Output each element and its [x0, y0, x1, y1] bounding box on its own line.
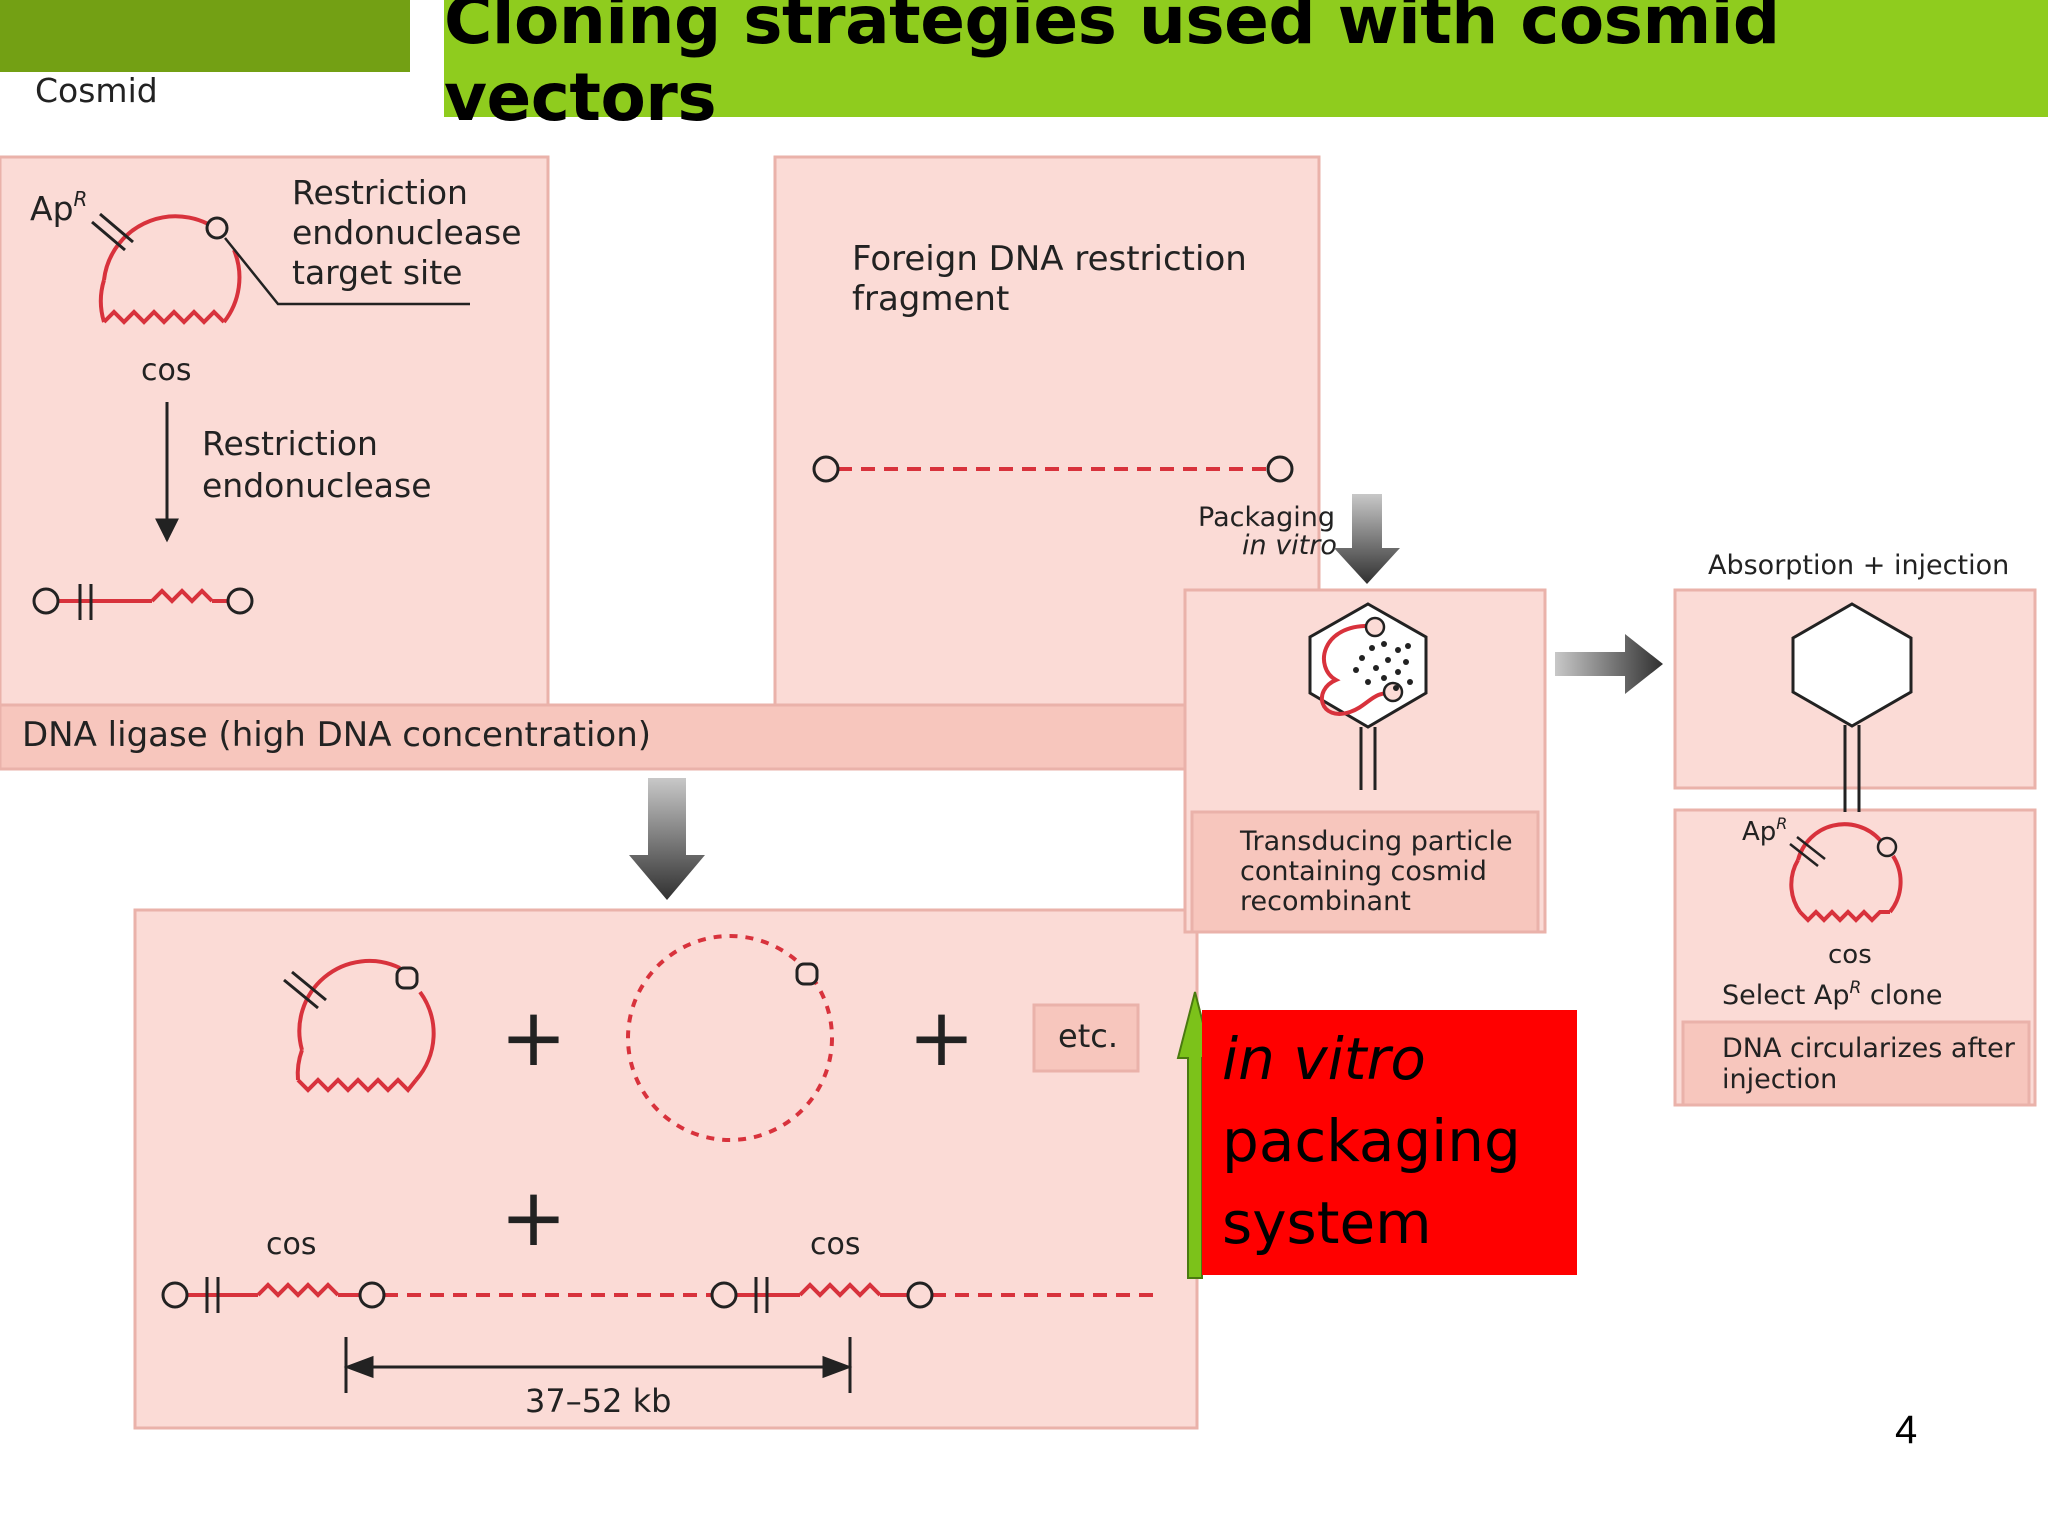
- recipient-caption-band: [1681, 1020, 2031, 1107]
- callout-line-1: in vitro: [1222, 1025, 1426, 1093]
- etc-box: [1032, 1003, 1140, 1073]
- particle-caption-line-1: Transducing particle: [1239, 826, 1513, 857]
- foreign-dna-fragment: [812, 455, 1294, 483]
- ligase-label: DNA ligase (high DNA concentration): [22, 715, 651, 755]
- target-site-line-2: endonuclease: [292, 213, 522, 252]
- particle-caption-line-2: containing cosmid: [1240, 856, 1487, 887]
- etc-label: etc.: [1058, 1017, 1118, 1055]
- injected-cos-label: cos: [1828, 940, 1872, 970]
- ligation-panel: [133, 908, 1199, 1430]
- linearized-cosmid: [32, 584, 254, 620]
- particle-caption-band: [1190, 810, 1540, 934]
- recipient-caption-line-2: injection: [1722, 1064, 1837, 1095]
- foreign-label-line-2: fragment: [852, 279, 1009, 319]
- cosmid-vector: [98, 214, 242, 325]
- injected-apr-label: ApR: [1742, 814, 1787, 847]
- phage-on-cell: [1791, 602, 1913, 812]
- panels: [0, 155, 2037, 1430]
- tag-bar: [0, 0, 410, 72]
- foreign-circle-marker: [795, 962, 819, 986]
- down-arrow-packaging: [1334, 494, 1400, 584]
- callout-line-3: system: [1222, 1189, 1432, 1257]
- section-tag: Cosmid: [35, 71, 158, 110]
- select-clone-label: Select ApR clone: [1722, 978, 1942, 1011]
- ligase-band: [0, 703, 1187, 771]
- transducing-particle: [1308, 602, 1428, 790]
- recipient-caption-line-1: DNA circularizes after: [1722, 1033, 2016, 1064]
- concatemer-cos-label-1: cos: [266, 1227, 316, 1262]
- ligated-foreign-circle: [626, 934, 834, 1142]
- ligated-apr-marker: [283, 970, 327, 1010]
- foreign-label-line-1: Foreign DNA restriction: [852, 239, 1247, 279]
- target-site-line-3: target site: [292, 253, 462, 292]
- plus-sign-3: +: [500, 1171, 567, 1264]
- target-site-leader: [224, 237, 470, 306]
- cos-site: [102, 309, 226, 325]
- concatemer-cos-label-2: cos: [810, 1227, 860, 1262]
- size-bracket: [343, 1337, 853, 1393]
- in-vitro-packaging-callout: in vitro packaging system: [1202, 1010, 1577, 1275]
- ligated-cosmid-circle: [295, 958, 436, 1093]
- apr-marker: [91, 212, 134, 252]
- cos-label: cos: [141, 353, 191, 388]
- injected-site-marker: [1876, 836, 1898, 858]
- down-arrow-ligation: [629, 778, 705, 900]
- plus-sign-1: +: [500, 991, 567, 1084]
- particle-caption-line-3: recombinant: [1240, 886, 1411, 917]
- enzyme-line-2: endonuclease: [202, 466, 432, 505]
- target-site-line-1: Restriction: [292, 173, 468, 212]
- packaging-label-line-2: in vitro: [1242, 530, 1337, 561]
- concatemer: [161, 1277, 1160, 1313]
- size-label: 37–52 kb: [525, 1382, 671, 1420]
- callout-line-2: packaging: [1222, 1107, 1521, 1175]
- absorption-title: Absorption + injection: [1708, 550, 2009, 581]
- restriction-site-marker: [205, 216, 229, 240]
- injected-apr-marker: [1789, 836, 1826, 867]
- ligated-site-marker: [395, 966, 419, 990]
- slide-title: Cloning strategies used with cosmid vect…: [444, 0, 1780, 136]
- page-number: 4: [1895, 1408, 1918, 1452]
- enzyme-line-1: Restriction: [202, 424, 378, 463]
- plus-sign-2: +: [908, 991, 975, 1084]
- title-bar: [444, 0, 2048, 117]
- right-arrow-infection: [1555, 634, 1663, 694]
- apr-label: ApR: [30, 187, 87, 228]
- injected-cosmid: [1789, 822, 1903, 923]
- packaging-label-line-1: Packaging: [1198, 502, 1335, 533]
